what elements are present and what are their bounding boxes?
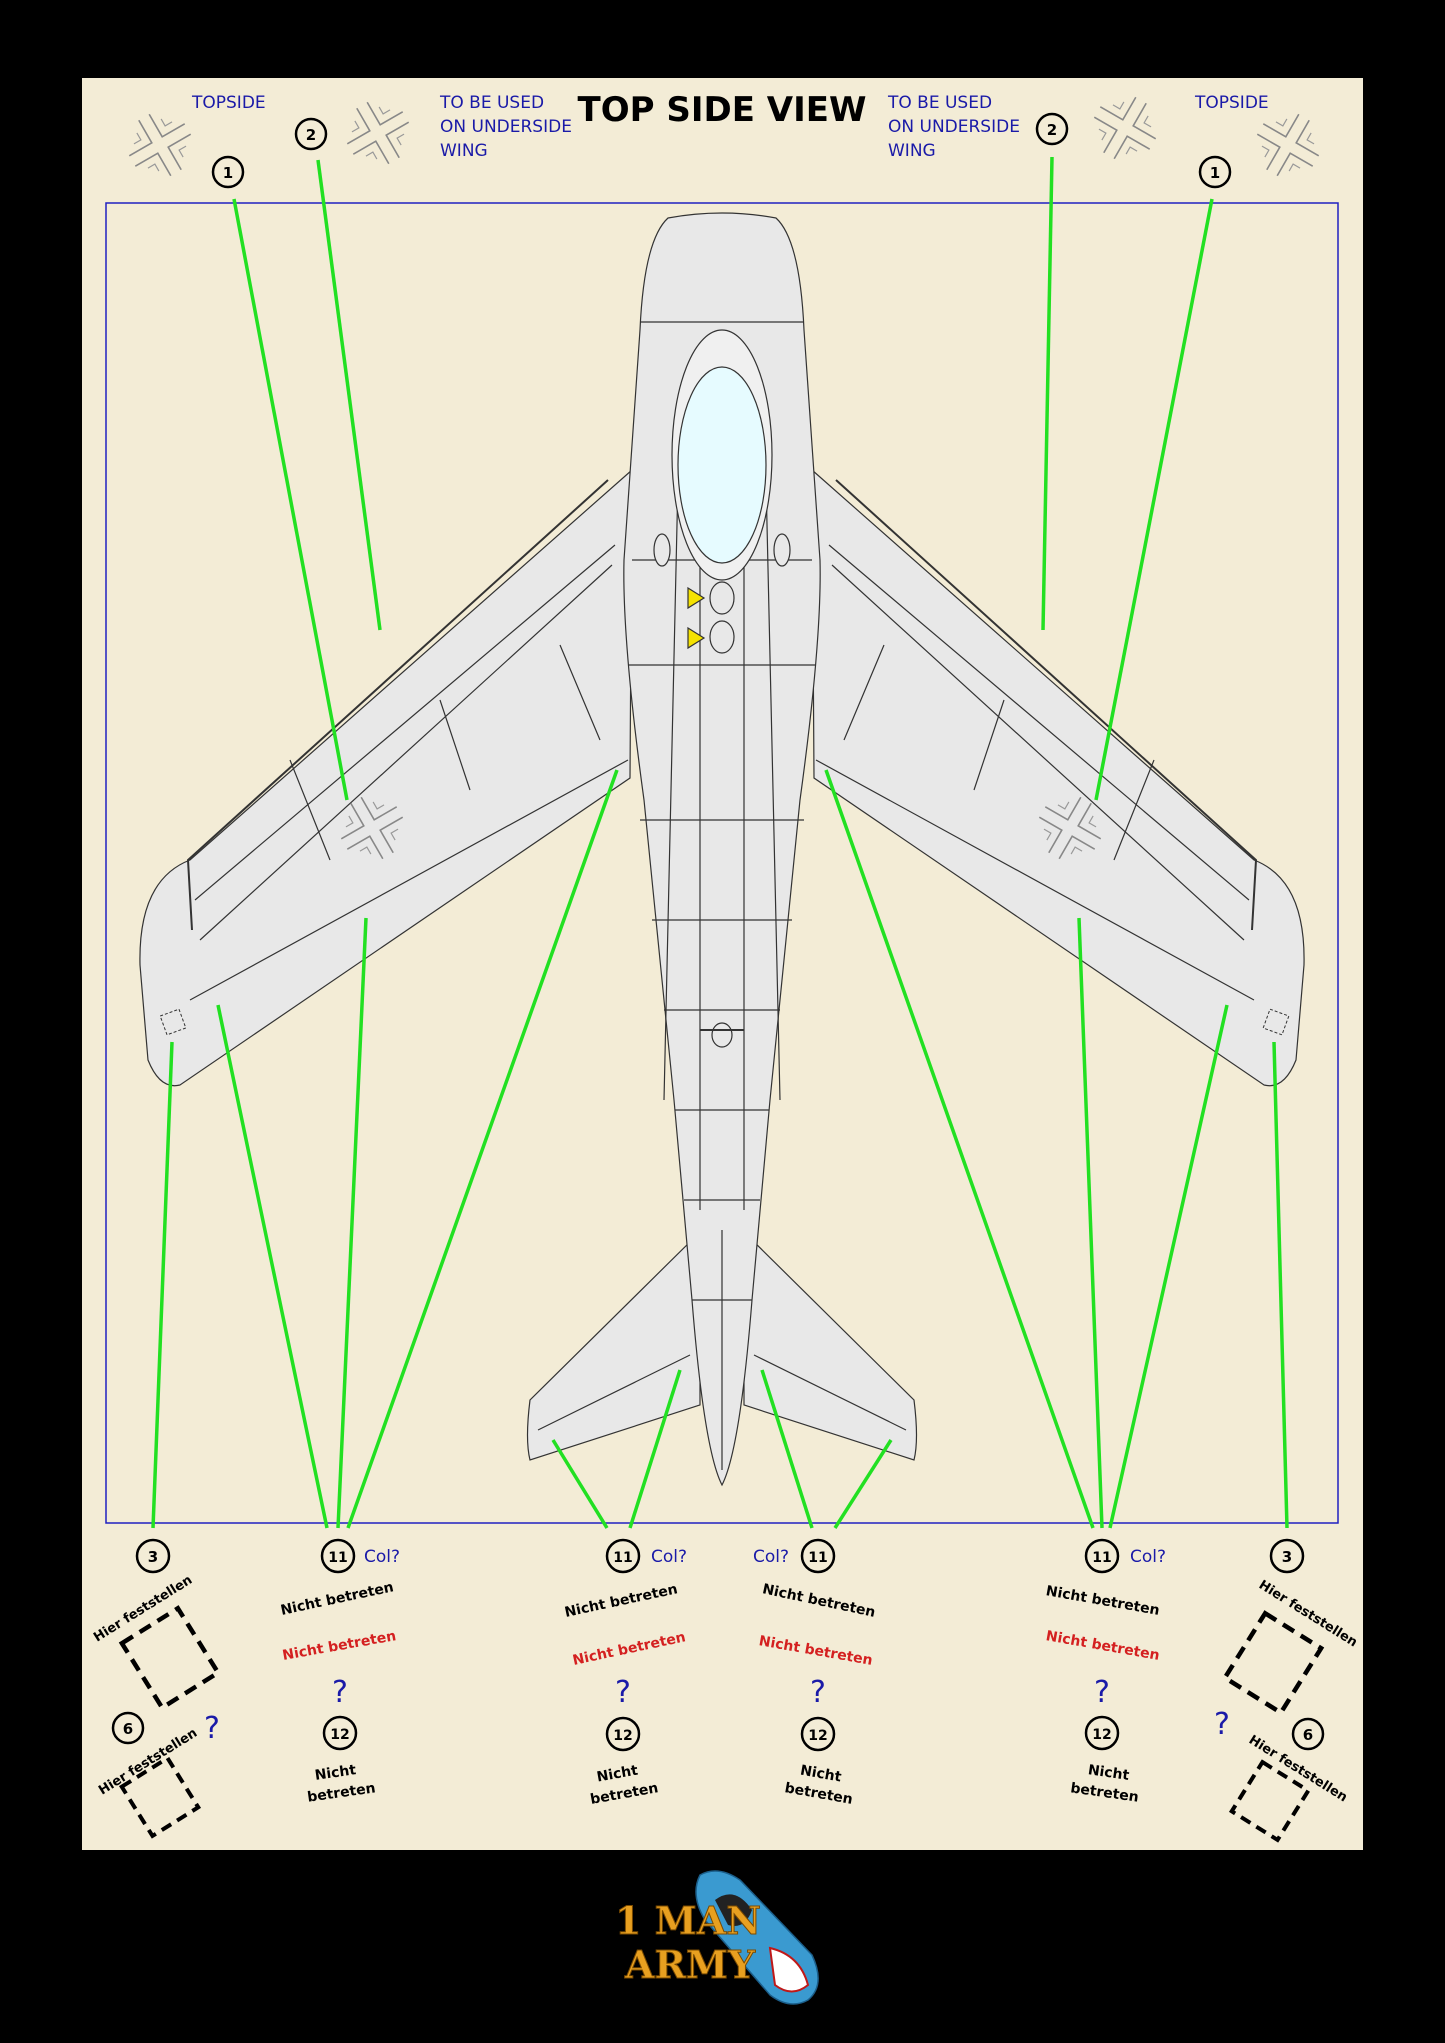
topside-note-right: TOPSIDE xyxy=(1194,93,1269,113)
placement-box-right-2 xyxy=(1228,1759,1312,1843)
left-tailplane xyxy=(526,1230,701,1461)
col-label-c: Col? xyxy=(753,1547,789,1567)
stencil-nicht-betreten-b2: Nicht betreten xyxy=(571,1629,687,1669)
col-label-b: Col? xyxy=(651,1547,687,1567)
svg-text:12: 12 xyxy=(1092,1727,1111,1743)
placement-box-left-2 xyxy=(118,1755,202,1839)
placement-box-right-1 xyxy=(1221,1610,1325,1716)
aircraft-top-view xyxy=(139,212,1305,1487)
col-label-a: Col? xyxy=(364,1547,400,1567)
marker-12-c: 12 xyxy=(800,1716,836,1752)
page-title: TOP SIDE VIEW xyxy=(578,90,867,130)
svg-text:11: 11 xyxy=(808,1550,827,1566)
marker-12-d: 12 xyxy=(1084,1715,1120,1751)
marker-2-left: 2 xyxy=(294,117,328,151)
stencil-nicht-c: Nicht xyxy=(799,1763,843,1786)
question-mark-b: ? xyxy=(615,1675,631,1710)
stencil-nicht-b: Nicht xyxy=(595,1763,639,1786)
underside-note-right-line1: TO BE USED xyxy=(887,93,992,113)
svg-text:6: 6 xyxy=(1303,1726,1313,1744)
stencil-nicht-betreten-c1: Nicht betreten xyxy=(761,1581,877,1621)
svg-text:3: 3 xyxy=(1282,1548,1292,1566)
svg-text:2: 2 xyxy=(306,126,316,144)
question-mark-left: ? xyxy=(204,1711,220,1746)
marker-3-left: 3 xyxy=(135,1538,171,1574)
leader-lines xyxy=(151,156,1289,1529)
stencil-nicht-betreten-a2: Nicht betreten xyxy=(281,1628,397,1664)
col-label-d: Col? xyxy=(1130,1547,1166,1567)
stencil-betreten-c: betreten xyxy=(783,1780,853,1808)
question-mark-c: ? xyxy=(810,1675,826,1710)
stencil-nicht-betreten-d1: Nicht betreten xyxy=(1045,1583,1161,1619)
question-mark-right: ? xyxy=(1214,1707,1230,1742)
right-wing xyxy=(811,468,1305,1087)
question-mark-d: ? xyxy=(1094,1675,1110,1710)
stencil-betreten-d: betreten xyxy=(1069,1780,1139,1805)
marker-6-right: 6 xyxy=(1291,1717,1325,1751)
svg-text:12: 12 xyxy=(613,1728,632,1744)
marker-3-right: 3 xyxy=(1269,1538,1305,1574)
marker-11-d: 11 xyxy=(1084,1538,1120,1574)
svg-text:1: 1 xyxy=(1210,164,1220,182)
underside-note-right-line3: WING xyxy=(888,141,936,161)
marker-6-left: 6 xyxy=(111,1711,145,1745)
underside-note-left-line3: WING xyxy=(440,141,488,161)
right-tailplane xyxy=(743,1230,918,1461)
logo-text-line1: 1 MAN xyxy=(615,1898,761,1943)
cross-decal-topside-left xyxy=(115,100,205,190)
fuselage xyxy=(623,212,821,1487)
svg-text:11: 11 xyxy=(1092,1550,1111,1566)
svg-text:2: 2 xyxy=(1047,121,1057,139)
svg-text:6: 6 xyxy=(123,1720,133,1738)
marker-11-c: 11 xyxy=(800,1538,836,1574)
cross-decal-topside-right xyxy=(1243,100,1333,190)
placement-box-left-1 xyxy=(118,1605,222,1711)
svg-text:11: 11 xyxy=(613,1550,632,1566)
stencil-nicht-betreten-d2: Nicht betreten xyxy=(1045,1628,1161,1664)
underside-note-left-line2: ON UNDERSIDE xyxy=(440,117,572,137)
underside-note-right-line2: ON UNDERSIDE xyxy=(888,117,1020,137)
marker-1-left: 1 xyxy=(211,155,245,189)
svg-text:12: 12 xyxy=(330,1727,349,1743)
left-wing xyxy=(139,468,633,1087)
hier-feststellen-label-left-2: Hier feststellen xyxy=(96,1726,200,1799)
stencil-nicht-betreten-c2: Nicht betreten xyxy=(758,1633,874,1669)
marker-11-a: 11 xyxy=(320,1538,356,1574)
marker-12-b: 12 xyxy=(605,1716,641,1752)
cross-decal-underside-right xyxy=(1080,83,1170,173)
svg-text:12: 12 xyxy=(808,1728,827,1744)
logo-text-line2: ARMY xyxy=(624,1942,756,1987)
stencil-nicht-betreten-b1: Nicht betreten xyxy=(563,1581,679,1621)
stencil-nicht-d: Nicht xyxy=(1087,1762,1131,1784)
svg-text:1: 1 xyxy=(223,164,233,182)
svg-text:3: 3 xyxy=(148,1548,158,1566)
stencil-nicht-betreten-a1: Nicht betreten xyxy=(279,1579,395,1619)
marker-11-b: 11 xyxy=(605,1538,641,1574)
canopy-glass xyxy=(677,366,767,564)
one-man-army-logo: 1 MAN ARMY xyxy=(615,1870,819,2005)
marker-12-a: 12 xyxy=(322,1715,358,1751)
svg-text:11: 11 xyxy=(328,1550,347,1566)
cross-decal-underside-left xyxy=(333,88,423,178)
placement-frame xyxy=(105,202,1339,1524)
marker-2-right: 2 xyxy=(1035,112,1069,146)
underside-note-left-line1: TO BE USED xyxy=(439,93,544,113)
question-mark-a: ? xyxy=(332,1675,348,1710)
marker-1-right: 1 xyxy=(1198,155,1232,189)
stencil-betreten-a: betreten xyxy=(306,1780,376,1805)
topside-note-left: TOPSIDE xyxy=(191,93,266,113)
stencil-nicht-a: Nicht xyxy=(314,1762,358,1784)
